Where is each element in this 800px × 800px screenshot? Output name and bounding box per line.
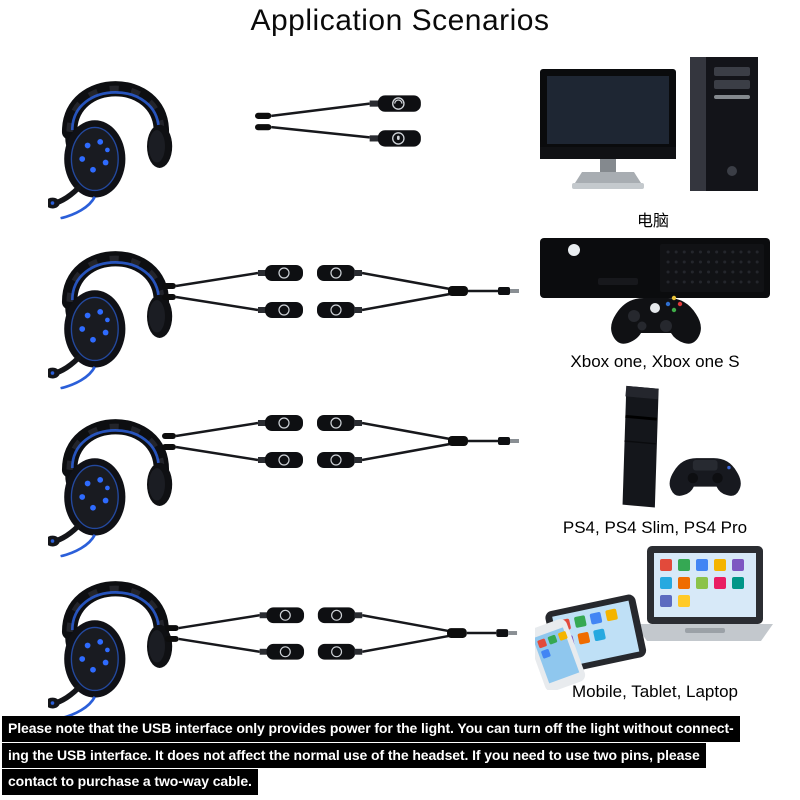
device-label-mobile: Mobile, Tablet, Laptop (571, 682, 739, 701)
dual-plug-adapter-cable-icon (162, 410, 522, 474)
page-title: Application Scenarios (250, 4, 550, 37)
note-line: contact to purchase a two-way cable. (2, 769, 258, 795)
usb-note: Please note that the USB interface only … (2, 716, 798, 796)
gaming-headset-icon (48, 52, 183, 220)
device-label-pc: 电脑 (636, 213, 669, 230)
dual-plug-adapter-cable-icon (165, 602, 520, 666)
y-splitter-cable-icon (255, 88, 470, 154)
ps4-console-icon (552, 384, 752, 517)
device-label-ps4: PS4, PS4 Slim, PS4 Pro (562, 518, 748, 537)
note-line: Please note that the USB interface only … (2, 716, 740, 742)
note-line: ing the USB interface. It does not affec… (2, 742, 706, 768)
mobile-tablet-laptop-icon (535, 540, 775, 690)
xbox-console-icon (538, 236, 773, 351)
desktop-computer-icon (538, 55, 768, 205)
gaming-headset-icon (48, 552, 183, 720)
dual-plug-adapter-cable-icon (162, 260, 522, 324)
device-label-xbox: Xbox one, Xbox one S (570, 352, 740, 371)
